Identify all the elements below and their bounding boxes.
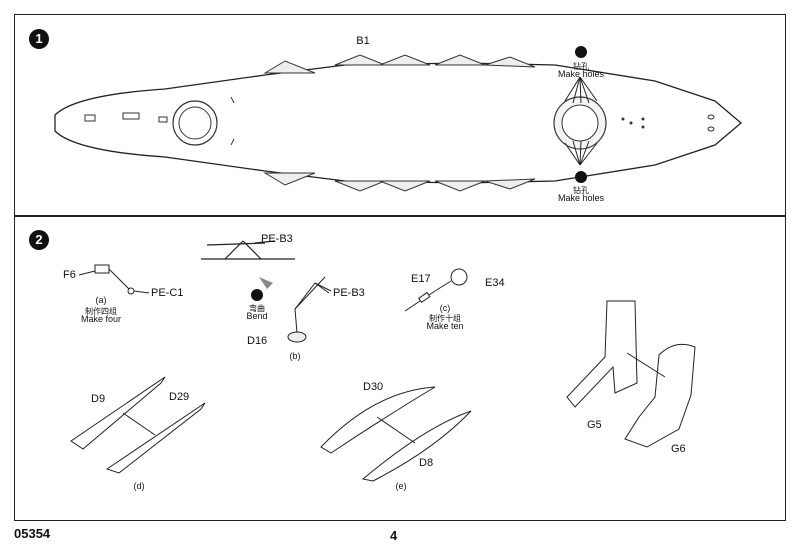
hull-outline xyxy=(54,62,743,184)
a-cn: 制作四组 xyxy=(85,307,117,316)
b-label: (b) xyxy=(289,351,301,361)
holes-en-bottom: Make holes xyxy=(557,193,605,203)
bend-en: Bend xyxy=(246,311,268,321)
holes-cn-top: 钻孔 xyxy=(573,62,589,71)
g6-label: G6 xyxy=(671,443,686,455)
holes-en-top: Make holes xyxy=(557,69,605,79)
pe-b3-top-label: PE-B3 xyxy=(261,233,293,245)
step-1-badge: 1 xyxy=(29,29,49,49)
c-en: Make ten xyxy=(426,321,464,331)
parts-drawing xyxy=(70,240,696,482)
e34-label: E34 xyxy=(485,277,505,289)
part-b1-label: B1 xyxy=(356,35,370,47)
pe-b3-label: PE-B3 xyxy=(333,287,365,299)
hull-deck-drawing xyxy=(54,46,743,192)
bend-cn: 弯曲 xyxy=(249,304,265,313)
a-label: (a) xyxy=(95,295,107,305)
step-2-panel: 2 xyxy=(14,216,786,521)
d-label: (d) xyxy=(133,481,145,491)
product-code: 05354 xyxy=(14,526,51,541)
e-label: (e) xyxy=(395,481,407,491)
d9-label: D9 xyxy=(91,393,106,405)
e17-label: E17 xyxy=(411,273,431,285)
holes-cn-bottom: 钻孔 xyxy=(573,186,589,195)
d30-label: D30 xyxy=(363,381,384,393)
step-1-panel: 1 xyxy=(14,14,786,216)
page-number: 4 xyxy=(390,528,398,543)
f6-label: F6 xyxy=(63,269,76,281)
a-en: Make four xyxy=(80,314,122,324)
d8-label: D8 xyxy=(419,457,434,469)
pe-c1-label: PE-C1 xyxy=(151,287,184,299)
step-2-badge: 2 xyxy=(29,230,49,250)
c-label: (c) xyxy=(439,303,451,313)
d16-label: D16 xyxy=(247,335,268,347)
g5-label: G5 xyxy=(587,419,602,431)
d29-label: D29 xyxy=(169,391,190,403)
c-cn: 制作十组 xyxy=(429,314,461,323)
